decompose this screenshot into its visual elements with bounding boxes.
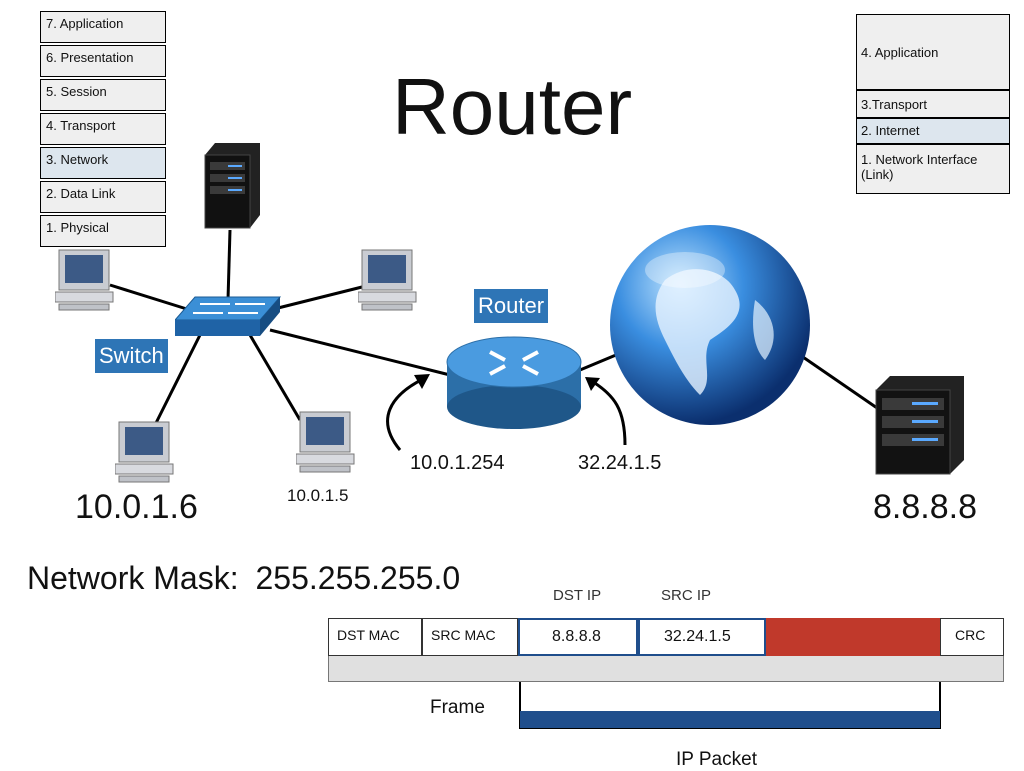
arrow-inside: [386, 376, 426, 451]
link-globe-server: [799, 353, 881, 412]
link-switch-pc2: [269, 283, 371, 312]
src-ip-header: SRC IP: [661, 587, 712, 604]
network-mask: Network Mask: 255.255.255.0: [27, 560, 460, 597]
computer-icon-2: [358, 249, 417, 311]
web-server-icon: [875, 376, 964, 475]
switch-icon: [175, 296, 282, 336]
computer-icon-4: [296, 411, 355, 473]
dst-ip-cell: 8.8.8.8: [518, 618, 638, 656]
computer-icon-1: [55, 249, 114, 311]
src-ip-cell: 32.24.1.5: [638, 618, 766, 656]
server-ip: 8.8.8.8: [873, 488, 977, 526]
tcpip-layer-application: 4. Application: [856, 14, 1010, 90]
network-mask-label: Network Mask:: [27, 560, 239, 596]
osi-layer-7: 7. Application: [40, 11, 166, 43]
osi-layer-6: 6. Presentation: [40, 45, 166, 77]
osi-layer-5: 5. Session: [40, 79, 166, 111]
host-a-ip: 10.0.1.6: [75, 488, 198, 526]
frame-label: Frame: [430, 697, 485, 718]
crc-cell: CRC: [940, 618, 1004, 656]
link-switch-server: [226, 229, 232, 301]
link-switch-router: [269, 328, 451, 377]
ip-packet-bar: [520, 711, 940, 728]
tcpip-layer-link: 1. Network Interface (Link): [856, 144, 1010, 194]
ip-packet-bracket: [519, 652, 941, 729]
osi-layer-4: 4. Transport: [40, 113, 166, 145]
router-outside-ip: 32.24.1.5: [578, 452, 662, 474]
tcpip-layer-internet: 2. Internet: [856, 118, 1010, 144]
payload-cell: [766, 618, 940, 656]
arrow-outside-head: [585, 377, 600, 391]
switch-label: Switch: [95, 339, 168, 373]
osi-layer-3: 3. Network: [40, 147, 166, 179]
dst-ip-header: DST IP: [553, 587, 602, 604]
arrow-outside: [589, 378, 627, 446]
link-switch-pc3: [148, 334, 202, 436]
arrow-inside-head: [414, 374, 430, 389]
dst-mac-cell: DST MAC: [328, 618, 422, 656]
osi-layer-1: 1. Physical: [40, 215, 166, 247]
router-icon: [446, 336, 582, 429]
router-inside-ip: 10.0.1.254: [410, 452, 505, 474]
computer-icon-3: [115, 421, 174, 483]
ip-packet-label: IP Packet: [676, 749, 757, 770]
tcpip-layer-transport: 3.Transport: [856, 90, 1010, 118]
router-label: Router: [474, 289, 549, 323]
server-icon: [204, 143, 260, 229]
link-switch-pc1: [109, 283, 191, 312]
globe-icon: [610, 225, 810, 425]
src-mac-cell: SRC MAC: [422, 618, 518, 656]
osi-layer-2: 2. Data Link: [40, 181, 166, 213]
link-switch-pc4: [248, 334, 302, 421]
host-b-ip: 10.0.1.5: [287, 486, 349, 505]
page-title: Router: [392, 62, 633, 151]
network-mask-value: 255.255.255.0: [255, 560, 461, 596]
